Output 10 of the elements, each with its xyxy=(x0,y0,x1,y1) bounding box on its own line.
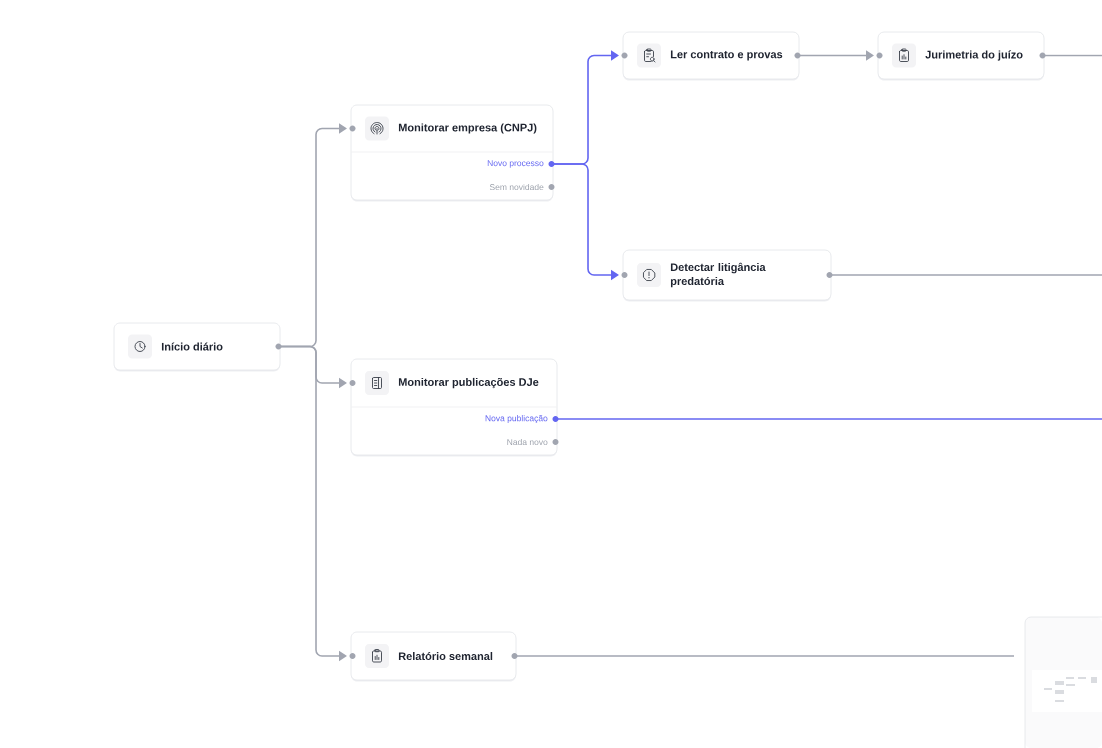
step-card: Início diário xyxy=(113,322,281,372)
step-card: Relatório semanal xyxy=(350,631,517,682)
branch-label: Nova publicação xyxy=(485,415,548,423)
connector-arrow xyxy=(798,50,874,61)
branch-label: Nada novo xyxy=(507,438,548,446)
step-card: Jurimetria do juízo xyxy=(877,31,1045,81)
step-card: Detectar litigância predatória xyxy=(622,249,832,302)
branch-label: Novo processo xyxy=(487,160,544,168)
step-card: Ler contrato e provas xyxy=(622,31,800,81)
branch-label: Sem novidade xyxy=(489,183,544,191)
